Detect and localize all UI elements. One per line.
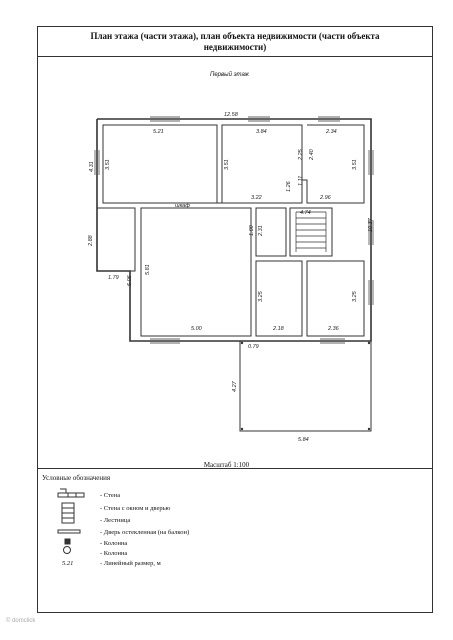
dim-label: 10.37	[368, 217, 374, 232]
dim-label: 5.00	[191, 326, 203, 332]
room-top-middle	[221, 124, 303, 204]
dim-label: 3.25	[258, 290, 264, 302]
legend-title: Условные обозначения	[42, 474, 111, 482]
wall-icon	[60, 488, 67, 493]
dim-label: 5.84	[298, 437, 309, 443]
legend-column-2: - Колонна	[100, 550, 128, 557]
inner-walls	[96, 124, 372, 432]
dim-label: 3.25	[352, 290, 358, 302]
stairs-area	[289, 207, 333, 257]
room-living	[140, 207, 252, 337]
room-top-right	[302, 124, 365, 204]
legend-dimension: - Линейный размер, м	[100, 560, 161, 567]
dim-label: 3.51	[352, 159, 358, 170]
legend-stairs: - Лестница	[100, 517, 131, 524]
watermark: © domclick	[6, 618, 36, 624]
dim-label: 3.51	[224, 159, 230, 170]
terrace-columns	[240, 341, 371, 431]
room-bottom-right	[306, 260, 365, 337]
legend-dimension-sample: 5.21	[62, 560, 74, 567]
dim-label: 2.34	[325, 129, 337, 135]
legend-wall: - Стена	[100, 492, 121, 499]
room-bottom-middle	[255, 260, 303, 337]
floor-label: Первый этаж	[210, 72, 249, 78]
terrace	[239, 340, 372, 432]
dim-label: 4.31	[89, 161, 95, 172]
column-round-icon	[63, 546, 71, 554]
glazed-door-icon	[57, 529, 81, 534]
room-top-left	[102, 124, 218, 204]
scale-divider	[37, 468, 433, 469]
wall-window-door-icon	[57, 492, 85, 498]
dim-label: 0.79	[248, 344, 259, 350]
header-title-line1: План этажа (части этажа), план объекта н…	[90, 31, 380, 41]
legend-icons	[57, 488, 85, 554]
column-icon	[64, 538, 71, 545]
dim-label: 5.21	[153, 129, 164, 135]
dim-label: 2.25	[298, 148, 304, 161]
windows	[94, 116, 374, 344]
dim-label: 3.51	[105, 159, 111, 170]
dim-label: 1.26	[286, 180, 292, 192]
dim-label: 2.18	[272, 326, 285, 332]
outer-walls	[96, 118, 372, 342]
document-header: План этажа (части этажа), план объекта н…	[38, 27, 432, 57]
stairs-steps	[295, 211, 327, 252]
dim-label: 3.22	[251, 195, 262, 201]
dim-label: 2.88	[88, 234, 94, 247]
dim-label: 4.27	[232, 380, 238, 392]
document-frame: План этажа (части этажа), план объекта н…	[37, 26, 433, 613]
dim-label: 1.00	[249, 224, 255, 236]
dim-label: 2.40	[309, 148, 315, 161]
left-annex	[96, 207, 136, 272]
dim-label: 2.31	[258, 225, 264, 237]
closet-label: шкаф	[175, 203, 190, 209]
legend-wall-window-door: - Стена с окном и дверью	[100, 505, 171, 512]
dim-label: 1.79	[108, 275, 119, 281]
legend-column-1: - Колонна	[100, 540, 128, 547]
scale-label: Масштаб 1:100	[203, 461, 250, 469]
dim-label: 6.06	[127, 274, 133, 286]
dim-label: 4.74	[300, 210, 311, 216]
room-hall	[255, 207, 287, 257]
dim-label: 3.84	[256, 129, 267, 135]
dim-label: 5.81	[145, 264, 151, 275]
header-title-line2: недвижимости)	[203, 42, 267, 52]
dim-label: 2.36	[327, 326, 340, 332]
dim-label: 2.96	[319, 195, 332, 201]
dim-label: 12.58	[224, 112, 239, 118]
dim-label: 1.11	[298, 176, 304, 186]
outer-wall	[96, 118, 372, 342]
legend-glazed-door: - Дверь остекленная (на балкон)	[100, 529, 190, 536]
